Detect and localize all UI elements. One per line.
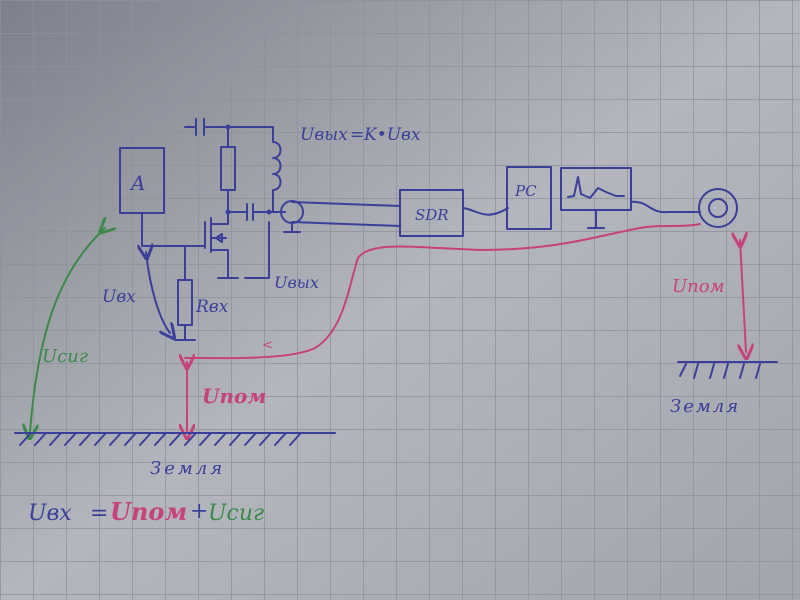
equation-unoise: Uпом <box>110 497 187 526</box>
inductor <box>272 126 282 213</box>
drain-resistor <box>220 126 236 213</box>
uout-arrow <box>244 221 270 279</box>
ground-left-label: Земля <box>150 458 225 479</box>
rin-label: Rвх <box>195 297 229 317</box>
equation-usig: Uсиг <box>208 501 264 526</box>
uin-label: Uвх <box>102 287 136 307</box>
formula-uout: Uвых <box>300 125 348 145</box>
formula-equals: = <box>350 125 364 145</box>
monitor-cable <box>630 200 701 214</box>
usig-label: Uсиг <box>42 346 88 367</box>
output-formula: Uвых = K•Uвх <box>300 125 421 145</box>
equation: Uвх = Uпом + Uсиг <box>28 497 264 526</box>
ground-loop-path <box>184 223 701 360</box>
coupling-capacitor <box>225 203 286 221</box>
supply-capacitor <box>184 118 274 136</box>
pc-label: PC <box>514 182 537 200</box>
sdr-pc-cable <box>462 207 509 216</box>
pc-block: PC <box>506 166 552 230</box>
equation-uin: Uвх <box>28 501 72 526</box>
antenna-block-label: A <box>129 171 145 195</box>
unoise-right-arrow <box>740 240 746 352</box>
uin-arrow <box>146 252 170 333</box>
mosfet-transistor <box>204 211 239 279</box>
coax-connector <box>280 200 401 233</box>
formula-k-uin: K•Uвх <box>363 125 421 145</box>
ground-right-label: Земля <box>670 396 740 417</box>
unoise-right-label: Uпом <box>672 276 725 297</box>
sdr-block: SDR <box>399 189 464 237</box>
loop-direction-mark: < <box>262 338 273 353</box>
ground-right: Земля <box>670 361 778 417</box>
unoise-left-label: Uпом <box>202 384 266 408</box>
uout-label: Uвых <box>274 273 319 292</box>
sdr-label: SDR <box>415 206 449 224</box>
monitor <box>560 167 632 229</box>
wall-socket <box>698 188 738 228</box>
equation-equals: = <box>90 501 108 526</box>
equation-plus: + <box>190 499 208 524</box>
usig-arrow <box>30 228 105 432</box>
input-resistor <box>174 245 196 341</box>
ground-left: Земля <box>14 432 336 479</box>
